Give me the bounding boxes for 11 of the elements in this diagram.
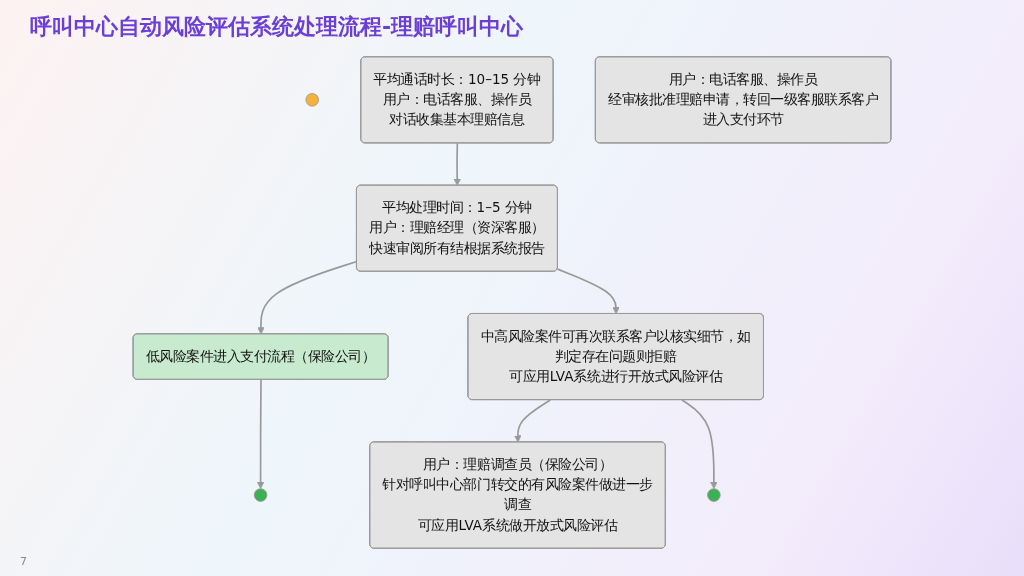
arrow: [257, 260, 358, 335]
arrow: [453, 142, 461, 186]
slide-title: 呼叫中心自动风险评估系统处理流程-理赔呼叫中心: [30, 13, 524, 41]
node-circle: [305, 93, 319, 107]
node-circle: [253, 488, 268, 502]
arrow: [514, 399, 552, 443]
arrow: [556, 268, 620, 315]
page-number: 7: [20, 555, 27, 568]
arrow: [256, 378, 265, 490]
arrow: [681, 399, 718, 490]
node-circle: [707, 488, 721, 502]
